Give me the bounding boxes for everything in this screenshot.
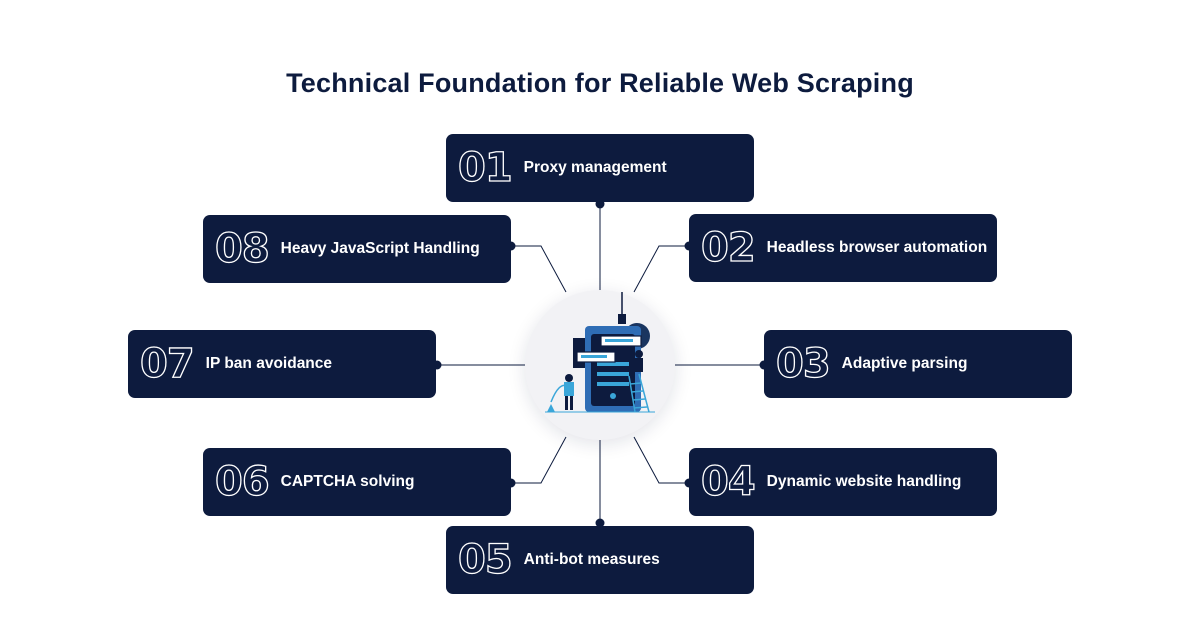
step-label: Anti-bot measures [523,551,660,568]
step-label: Dynamic website handling [766,473,962,490]
step-label: Headless browser automation [766,239,988,256]
step-card-01: 01 Proxy management [446,134,754,202]
step-label: Adaptive parsing [841,355,968,372]
step-number: 07 [139,341,195,387]
step-label: IP ban avoidance [205,355,333,372]
step-label: CAPTCHA solving [280,473,415,490]
diagram-title: Technical Foundation for Reliable Web Sc… [286,68,914,98]
step-card-06: 06 CAPTCHA solving [203,448,511,516]
step-label: Proxy management [523,159,667,176]
step-number: 03 [775,341,831,387]
step-card-08: 08 Heavy JavaScript Handling [203,215,511,283]
step-number: 02 [700,225,756,271]
step-card-04: 04 Dynamic website handling [689,448,997,516]
step-label: Heavy JavaScript Handling [280,240,480,257]
step-card-03: 03 Adaptive parsing [764,330,1072,398]
step-number: 06 [214,459,270,505]
central-hub [525,290,675,440]
step-card-05: 05 Anti-bot measures [446,526,754,594]
step-number: 04 [700,459,756,505]
step-number: 01 [457,145,513,191]
server-illustration-icon [545,292,655,413]
step-card-07: 07 IP ban avoidance [128,330,436,398]
step-number: 08 [214,226,270,272]
step-number: 05 [457,537,513,583]
step-card-02: 02 Headless browser automation [689,214,997,282]
